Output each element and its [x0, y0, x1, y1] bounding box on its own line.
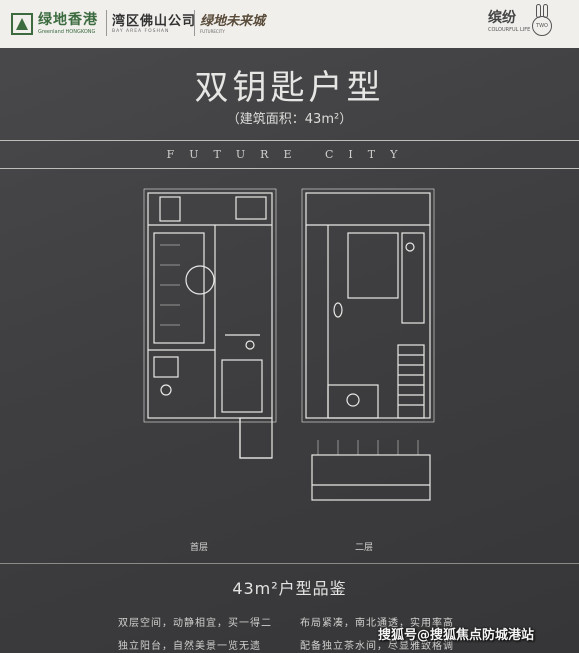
feature-text: 独立阳台，自然美景一览无遗 [118, 641, 261, 652]
divider-line [0, 563, 579, 564]
brand-name: 缤纷 [488, 10, 516, 26]
divider-line [0, 140, 579, 141]
brand-sub: COLOURFUL LIFE [488, 27, 531, 33]
future-city-sub: FUTURECITY [200, 29, 225, 34]
future-city-name: 绿地未来城 [200, 14, 266, 29]
brand-badge: TWO [532, 16, 552, 36]
page-title: 双钥匙户型 [194, 68, 385, 108]
feature-text: 双层空间，动静相宜，买一得二 [118, 618, 272, 629]
divider-line [0, 168, 579, 169]
first-floor-label: 首层 [190, 543, 209, 553]
area-subtitle: （建筑面积：43m²） [226, 112, 353, 127]
future-city-logo: 绿地未来城 FUTURECITY [200, 10, 265, 34]
greenland-logo-icon [11, 13, 33, 35]
greenland-name: 绿地香港 [38, 12, 98, 28]
greenland-logo: 绿地香港 Greenland HONGKONG [38, 9, 98, 35]
watermark: 搜狐号@搜狐焦点防城港站 [378, 628, 535, 643]
second-floor-label: 二层 [355, 543, 374, 553]
bay-area-name: 湾区佛山公司 [112, 14, 197, 29]
divider [106, 10, 107, 36]
second-floor-plan [301, 188, 435, 501]
greenland-sub: Greenland HONGKONG [38, 29, 96, 35]
divider [194, 10, 195, 36]
feature-text: 配备独立茶水间，尽显雅致格调 [300, 641, 454, 652]
bay-area-sub: BAY AREA FOSHAN [112, 29, 170, 34]
logo-header: 绿地香港 Greenland HONGKONG 湾区佛山公司 BAY AREA … [0, 0, 579, 48]
bay-area-logo: 湾区佛山公司 BAY AREA FOSHAN [112, 10, 196, 34]
feature-text: 布局紧凑，南北通透，实用率高 [300, 618, 454, 629]
brand-logo: 缤纷 COLOURFUL LIFE [488, 7, 530, 33]
first-floor-plan [143, 188, 277, 459]
tagline: FUTURE CITY [166, 148, 413, 161]
summary-title: 43m²户型品鉴 [232, 579, 347, 598]
